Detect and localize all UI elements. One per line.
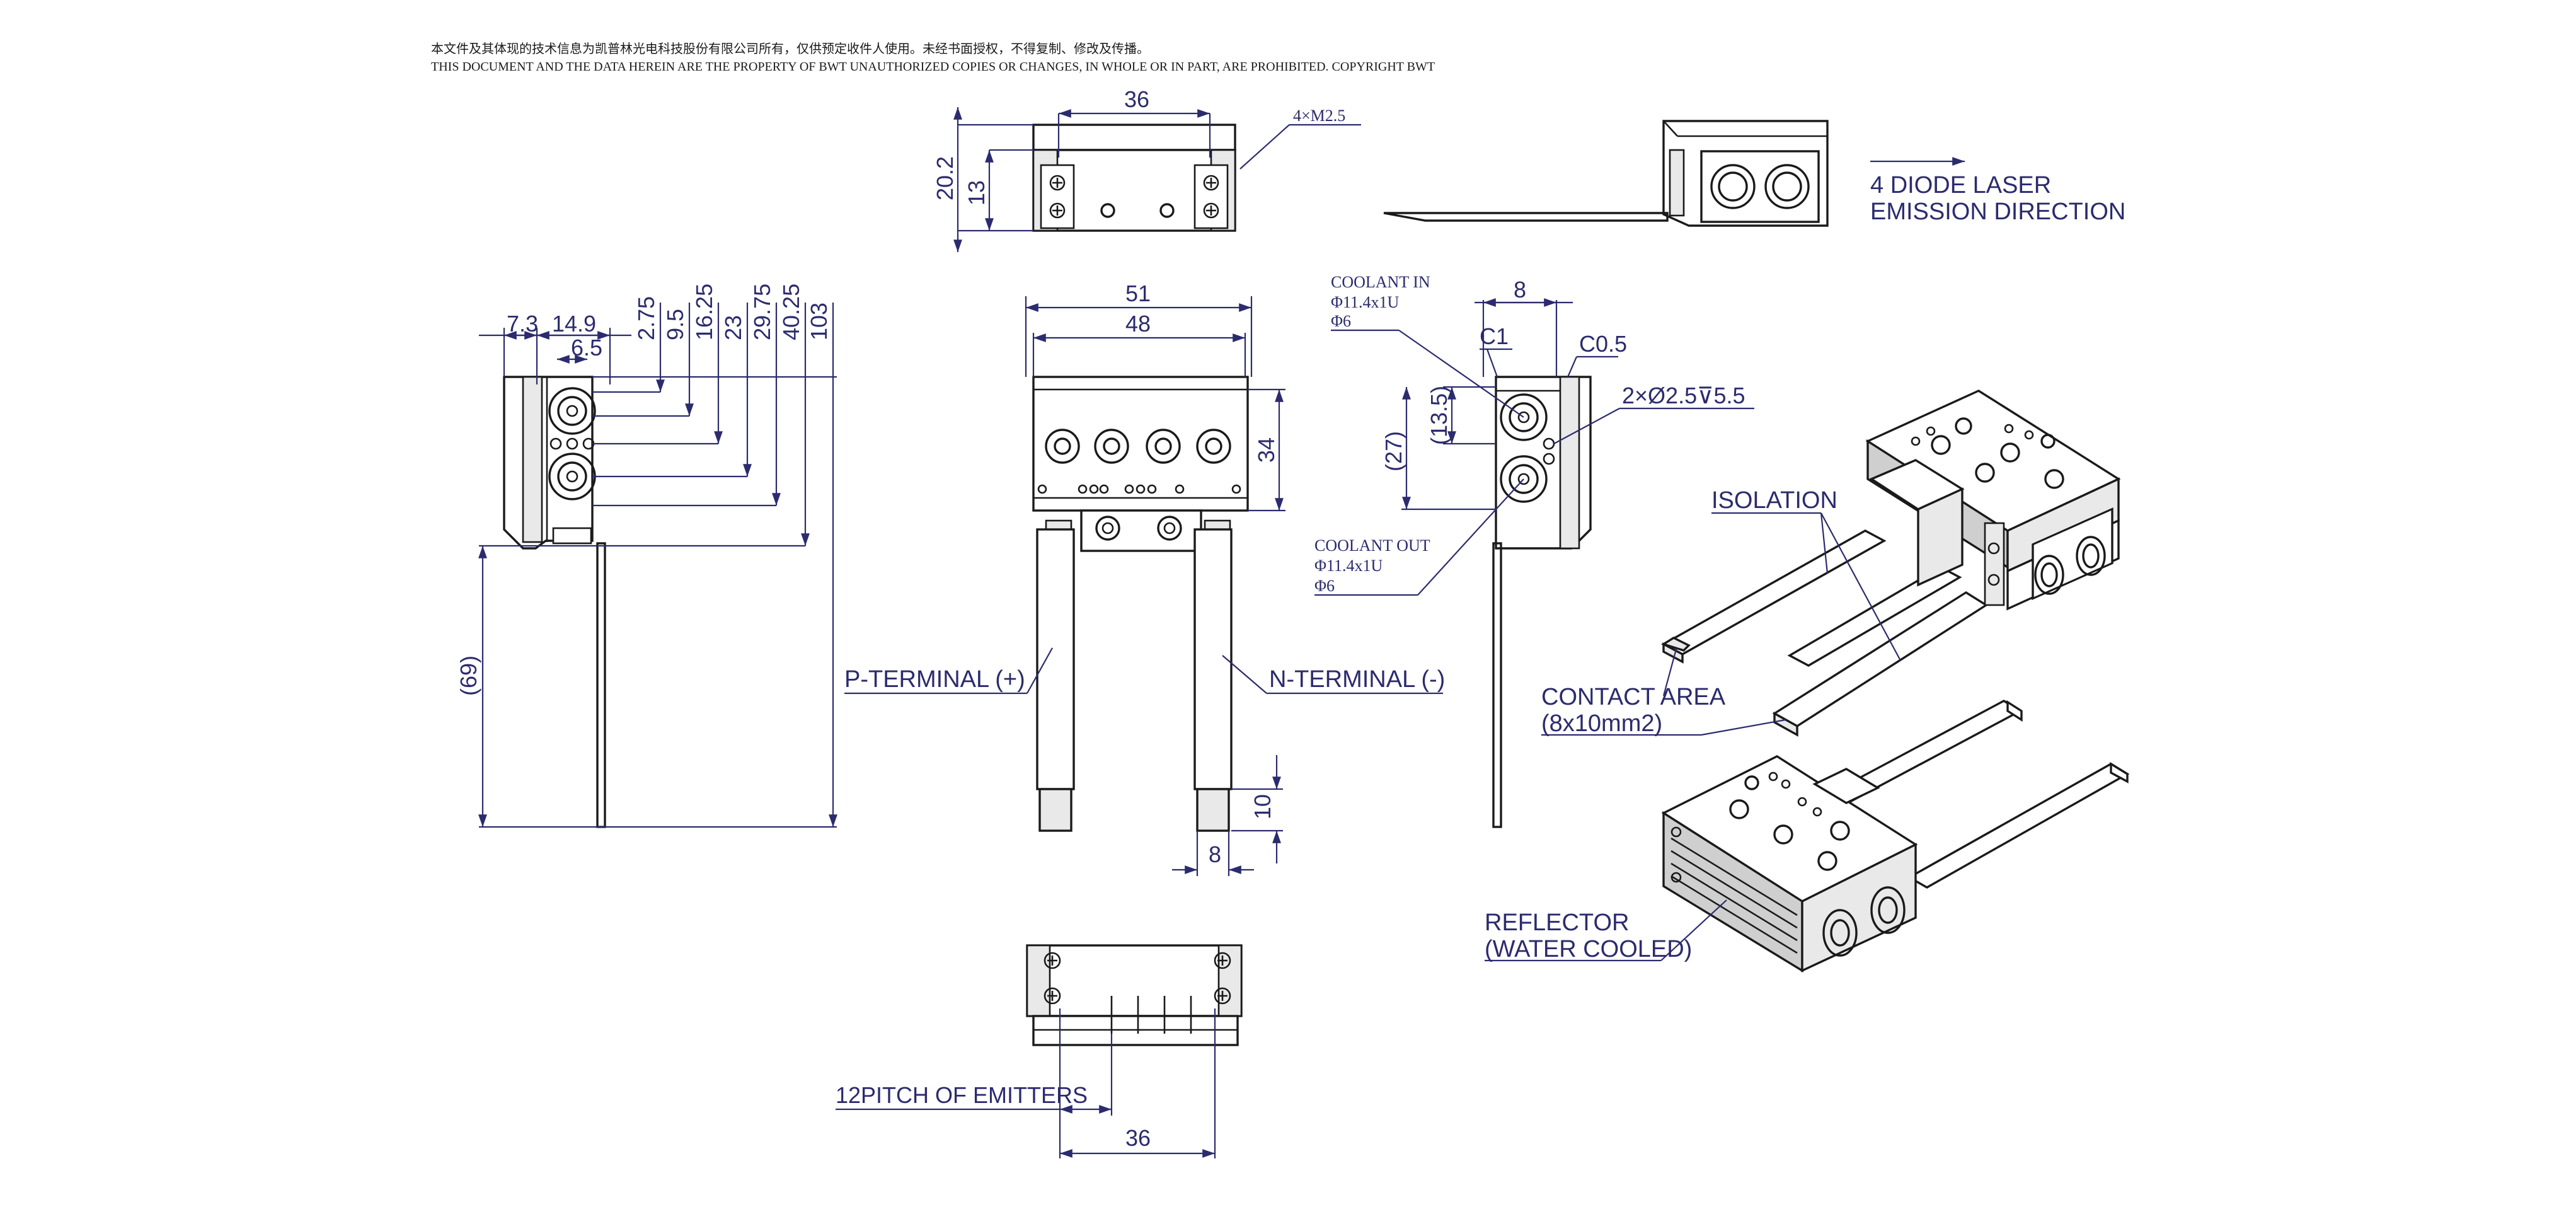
- terminal-length: 10: [1250, 794, 1275, 819]
- chamfer-c1: C1: [1480, 323, 1509, 349]
- emitter-icon: [1146, 429, 1181, 464]
- left-dim-103: 103: [806, 303, 832, 340]
- header-notice-en: THIS DOCUMENT AND THE DATA HEREIN ARE TH…: [431, 60, 1435, 74]
- emitter-icon: [1196, 429, 1231, 464]
- n-terminal-label: N-TERMINAL (-): [1269, 666, 1445, 693]
- left-dim-16-25: 16.25: [691, 284, 717, 340]
- top-inner-height-dim: 13: [963, 180, 989, 205]
- front-height: 34: [1253, 437, 1279, 463]
- laser-port-icon: [1764, 164, 1810, 209]
- left-dim-14-9: 14.9: [552, 311, 596, 337]
- side-view: 8 C1 C0.5 2×Ø2.5⊽5.5 (13.5) (27) COOLANT…: [1314, 273, 1754, 828]
- coolant-out-title: COOLANT OUT: [1314, 536, 1430, 555]
- left-dim-23: 23: [720, 315, 746, 340]
- coolant-in-spec2: Φ6: [1331, 312, 1351, 330]
- coolant-in-title: COOLANT IN: [1331, 273, 1430, 291]
- emission-label-line1: 4 DIODE LASER: [1870, 172, 2051, 199]
- coolant-out-spec1: Φ11.4x1U: [1314, 557, 1383, 575]
- screw-icon: [1214, 987, 1231, 1005]
- front-inner-width: 48: [1125, 311, 1151, 337]
- reflector-note: (WATER COOLED): [1485, 936, 1692, 962]
- top-height-dim: 20.2: [932, 156, 958, 200]
- front-body: [1032, 376, 1249, 512]
- screw-icon: [1044, 952, 1061, 969]
- coolant-out-port-icon: [1500, 455, 1548, 503]
- pitch-label: 12PITCH OF EMITTERS: [836, 1082, 1088, 1108]
- left-dim-2-75: 2.75: [633, 296, 659, 340]
- side-v-dim-13-5: (13.5): [1426, 386, 1452, 445]
- screw-icon: [1203, 175, 1219, 191]
- terminal-width: 8: [1209, 841, 1221, 867]
- coolant-in-spec1: Φ11.4x1U: [1331, 293, 1400, 311]
- left-dim-6-5: 6.5: [571, 335, 602, 361]
- chamfer-c05: C0.5: [1579, 331, 1627, 357]
- side-width: 8: [1514, 277, 1526, 303]
- emission-view: 4 DIODE LASER EMISSION DIRECTION: [1383, 120, 2125, 227]
- coolant-out-spec2: Φ6: [1314, 577, 1335, 595]
- left-dim-7-3: 7.3: [507, 311, 538, 337]
- top-view: 36 20.2 13 4×M2.5: [932, 86, 1361, 252]
- emitter-icon: [1094, 429, 1129, 464]
- p-terminal: [1036, 528, 1075, 790]
- front-view: 51 48 34 10 8 P-TERMINAL (+) N-TERMINAL …: [844, 280, 1445, 876]
- left-lead-dim: (69): [456, 655, 481, 696]
- screw-icon: [1049, 175, 1066, 191]
- top-view-upper-block: [1032, 124, 1236, 151]
- left-view: 7.3 14.9 6.5 2.75 9.5 16.25 23 29.75 40.…: [456, 284, 837, 828]
- isometric-view-upper: [1660, 390, 2121, 737]
- coolant-port-icon: [548, 387, 596, 435]
- bottom-width: 36: [1125, 1125, 1151, 1151]
- left-dim-9-5: 9.5: [662, 309, 688, 340]
- screw-icon: [1044, 987, 1061, 1005]
- isometric-view-lower: [1661, 700, 2130, 973]
- emitter-icon: [1045, 429, 1080, 464]
- reflector-label: REFLECTOR: [1485, 909, 1629, 936]
- screw-icon: [1214, 952, 1231, 969]
- n-terminal: [1193, 528, 1233, 790]
- contact-area-size: (8x10mm2): [1541, 710, 1662, 737]
- contact-area-label: CONTACT AREA: [1541, 684, 1726, 710]
- copyright-header: 本文件及其体现的技术信息为凯普林光电科技股份有限公司所有，仅供预定收件人使用。未…: [431, 42, 1435, 74]
- top-width-dim: 36: [1124, 86, 1149, 112]
- thread-note: 4×M2.5: [1293, 107, 1345, 125]
- left-dim-29-75: 29.75: [749, 284, 775, 340]
- side-terminal-lead: [1492, 542, 1502, 828]
- iso-labels: ISOLATION CONTACT AREA (8x10mm2) REFLECT…: [1485, 487, 1901, 962]
- bottom-body: [1026, 944, 1243, 1017]
- isolation-label: ISOLATION: [1711, 487, 1837, 514]
- front-outer-width: 51: [1125, 280, 1151, 306]
- coolant-in-port-icon: [1500, 393, 1548, 441]
- left-dim-40-25: 40.25: [778, 284, 804, 340]
- hole-note: 2×Ø2.5⊽5.5: [1622, 383, 1745, 408]
- screw-icon: [1203, 202, 1219, 219]
- p-terminal-label: P-TERMINAL (+): [844, 666, 1025, 693]
- screw-icon: [1049, 202, 1066, 219]
- left-terminal-lead: [596, 542, 606, 828]
- bottom-view: 12PITCH OF EMITTERS 36: [836, 944, 1243, 1158]
- header-notice-cn: 本文件及其体现的技术信息为凯普林光电科技股份有限公司所有，仅供预定收件人使用。未…: [431, 42, 1149, 56]
- emission-label-line2: EMISSION DIRECTION: [1870, 199, 2125, 225]
- laser-port-icon: [1710, 164, 1756, 209]
- side-v-dim-27: (27): [1381, 431, 1406, 471]
